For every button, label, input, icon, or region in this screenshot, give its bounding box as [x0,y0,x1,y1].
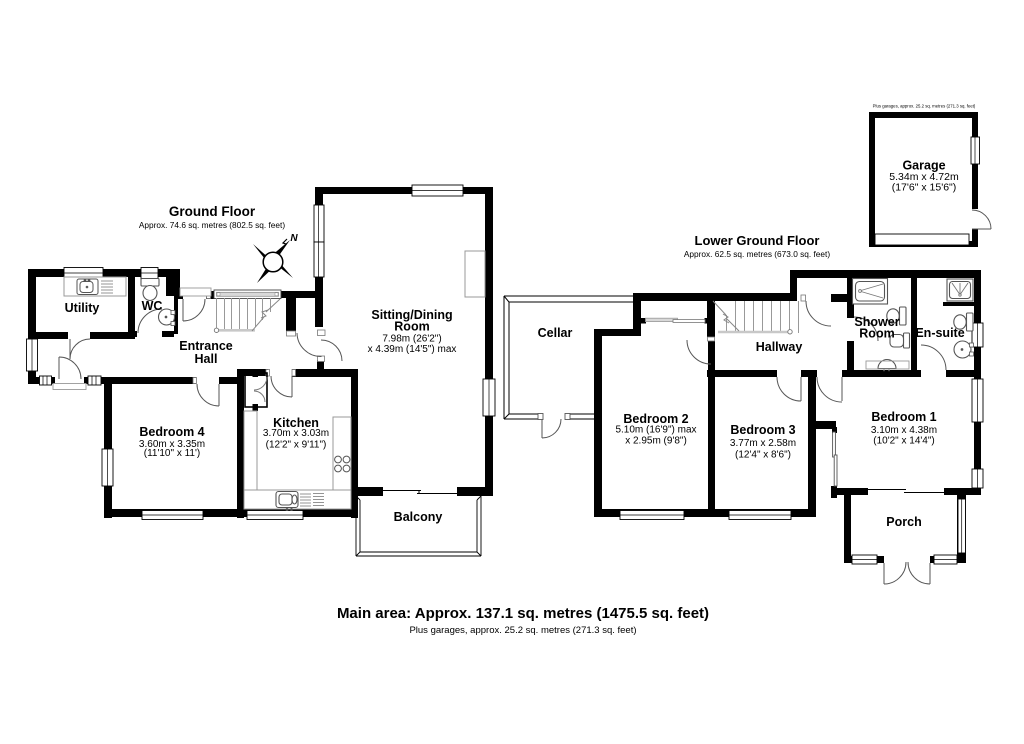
svg-text:En-suite: En-suite [915,326,964,340]
svg-text:3.70m x 3.03m: 3.70m x 3.03m [263,428,329,439]
svg-text:Main area: Approx. 137.1 sq. m: Main area: Approx. 137.1 sq. metres (147… [337,605,709,622]
svg-text:Bedroom 2: Bedroom 2 [623,412,688,426]
svg-text:3.10m x 4.38m: 3.10m x 4.38m [871,425,937,436]
svg-text:x 2.95m (9'8"): x 2.95m (9'8") [625,436,687,447]
svg-text:Utility: Utility [65,301,100,315]
svg-text:Approx. 62.5 sq. metres (673.0: Approx. 62.5 sq. metres (673.0 sq. feet) [684,249,830,259]
svg-text:5.10m (16'9") max: 5.10m (16'9") max [615,425,696,436]
svg-text:Sitting/Dining: Sitting/Dining [371,308,452,322]
svg-text:5.34m x 4.72m: 5.34m x 4.72m [889,171,959,183]
svg-text:(10'2" x 14'4"): (10'2" x 14'4") [873,436,935,447]
svg-text:Bedroom 1: Bedroom 1 [871,410,936,424]
svg-text:(12'2" x 9'11"): (12'2" x 9'11") [266,440,327,451]
svg-text:Hallway: Hallway [756,340,803,354]
svg-text:Kitchen: Kitchen [273,416,319,430]
svg-text:Approx. 74.6 sq. metres (802.5: Approx. 74.6 sq. metres (802.5 sq. feet) [139,220,285,230]
svg-text:Garage: Garage [902,159,945,173]
svg-text:7.98m (26'2"): 7.98m (26'2") [382,334,441,345]
svg-text:Bedroom 3: Bedroom 3 [730,423,795,437]
svg-text:Room: Room [394,320,429,334]
svg-text:Porch: Porch [886,515,921,529]
svg-text:3.77m x 2.58m: 3.77m x 2.58m [730,438,796,449]
svg-text:Lower Ground Floor: Lower Ground Floor [695,233,820,248]
svg-text:N: N [290,233,298,244]
svg-text:Shower: Shower [854,315,899,329]
svg-text:(12'4" x 8'6"): (12'4" x 8'6") [735,450,791,461]
svg-text:Cellar: Cellar [538,326,573,340]
svg-text:(11'10" x 11'): (11'10" x 11') [144,448,200,459]
svg-text:Ground Floor: Ground Floor [169,204,256,219]
svg-text:Room: Room [859,327,894,341]
svg-text:Hall: Hall [195,352,218,366]
svg-text:x 4.39m (14'5") max: x 4.39m (14'5") max [368,344,457,355]
svg-text:3.60m x 3.35m: 3.60m x 3.35m [139,439,205,450]
svg-text:Entrance: Entrance [179,339,233,353]
svg-text:Balcony: Balcony [394,510,443,524]
svg-text:Plus garages, approx. 25.2 sq.: Plus garages, approx. 25.2 sq. metres (2… [409,625,636,636]
svg-text:WC: WC [142,299,163,313]
svg-text:Plus garages, approx. 25.2 sq.: Plus garages, approx. 25.2 sq. metres (2… [873,104,976,109]
svg-text:Bedroom 4: Bedroom 4 [139,425,204,439]
svg-text:(17'6" x 15'6"): (17'6" x 15'6") [892,182,957,194]
